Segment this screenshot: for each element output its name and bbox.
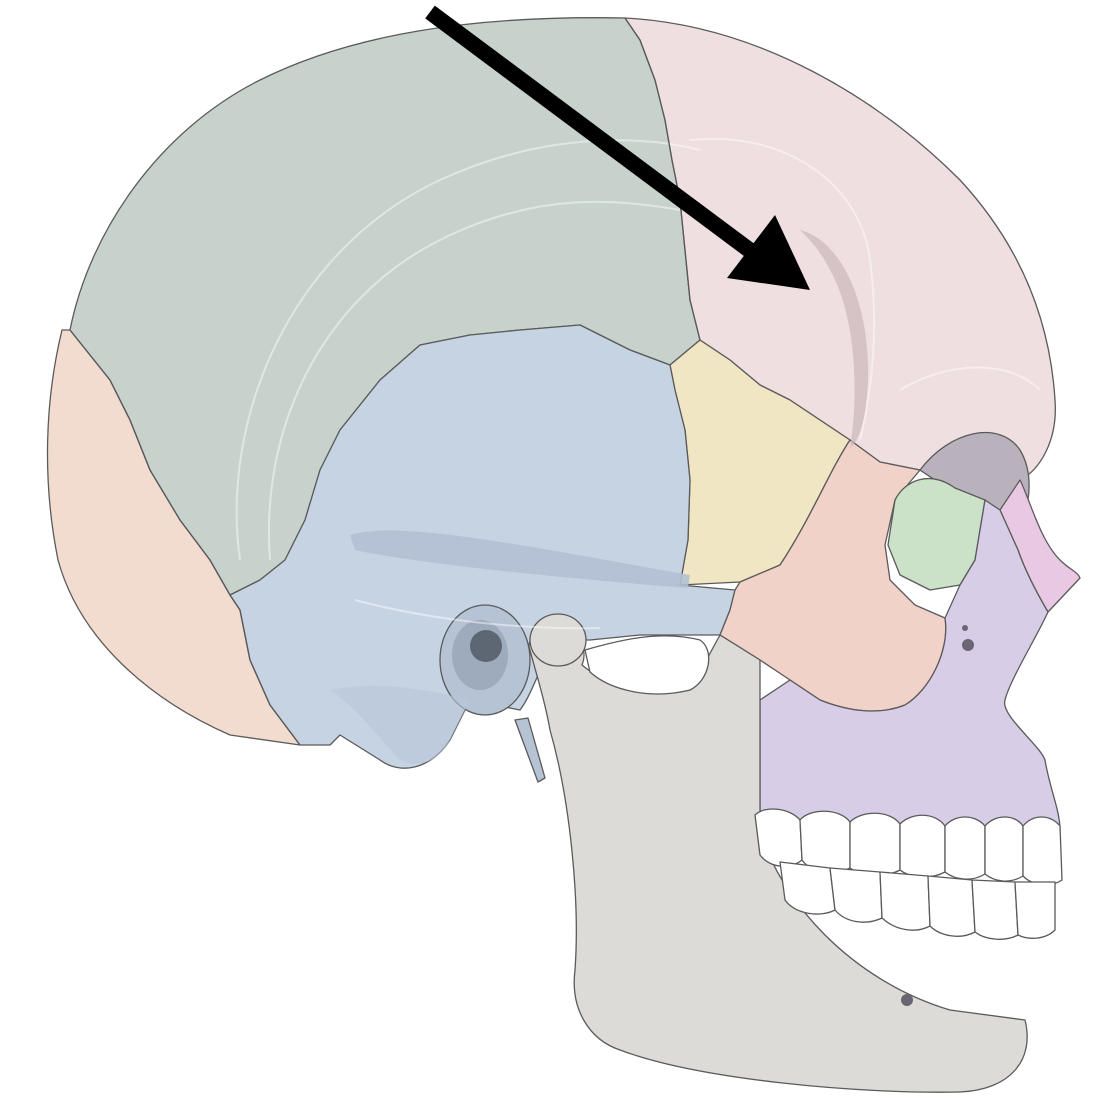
mandibular-condyle [529,613,587,667]
infraorbital-foramen [962,639,974,651]
pointer-arrow-head [727,215,810,290]
lower-teeth [779,861,1056,940]
coronal-suture [624,17,701,341]
zygomaticofacial-foramen [962,625,968,631]
mandibular-notch [584,635,710,695]
ethmoid-bone [887,478,986,591]
temporal-line-shadow [800,230,869,448]
ear-canal-hole [470,630,502,662]
maxilla-bone [759,499,1061,831]
styloid-process [514,717,546,783]
zygomatic-arch-ridge [350,530,690,588]
pointer-arrow-shaft [425,5,765,265]
pointer-arrow [425,5,810,290]
lambdoid-suture [69,329,301,746]
mastoid-process [330,685,470,764]
mental-foramen [901,994,913,1006]
